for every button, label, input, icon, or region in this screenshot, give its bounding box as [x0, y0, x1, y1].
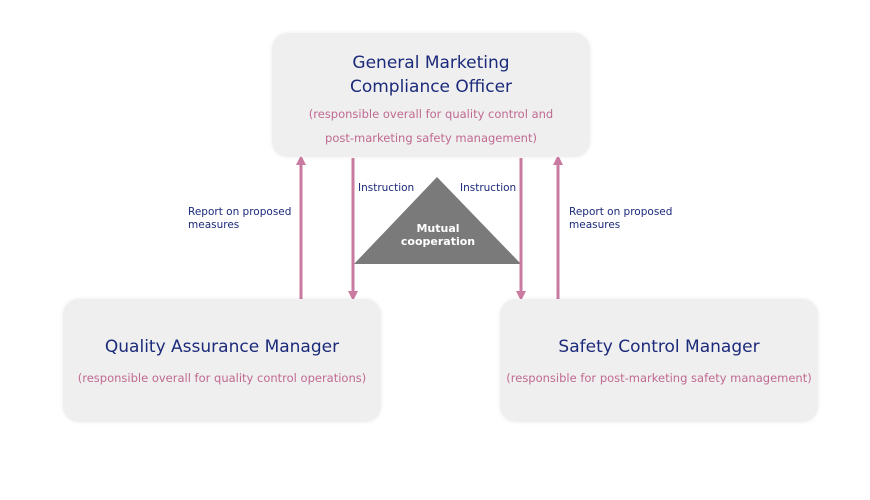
- mutual-cooperation-line1: Mutual: [416, 222, 460, 235]
- top-box-desc-line1: (responsible overall for quality control…: [308, 107, 554, 121]
- mutual-cooperation-line2: cooperation: [400, 235, 476, 248]
- instruction-label-right: Instruction: [460, 182, 517, 194]
- report-label-left-line1: Report on proposed: [188, 206, 292, 218]
- top-box-title-line1: General Marketing: [352, 53, 510, 73]
- mutual-cooperation-label: Mutual cooperation: [385, 222, 491, 248]
- report-label-right-line1: Report on proposed: [569, 206, 673, 218]
- instruction-label-left: Instruction: [358, 182, 415, 194]
- right-box-title: Safety Control Manager: [558, 337, 760, 357]
- right-box-desc: (responsible for post-marketing safety m…: [506, 371, 812, 385]
- report-label-right: Report on proposed measures: [569, 206, 672, 232]
- report-label-right-line2: measures: [569, 219, 621, 231]
- safety-control-manager-box: Safety Control Manager (responsible for …: [500, 299, 818, 422]
- left-box-title: Quality Assurance Manager: [104, 337, 340, 357]
- left-box-desc: (responsible overall for quality control…: [77, 371, 367, 385]
- report-label-left-line2: measures: [188, 219, 240, 231]
- top-box-title-line2: Compliance Officer: [349, 77, 513, 97]
- general-marketing-compliance-officer-box: General Marketing Compliance Officer (re…: [272, 33, 590, 157]
- top-box-desc-line2: post-marketing safety management): [325, 131, 537, 145]
- mutual-cooperation-triangle: [354, 177, 521, 264]
- quality-assurance-manager-box: Quality Assurance Manager (responsible o…: [63, 299, 381, 422]
- report-label-left: Report on proposed measures: [188, 206, 291, 232]
